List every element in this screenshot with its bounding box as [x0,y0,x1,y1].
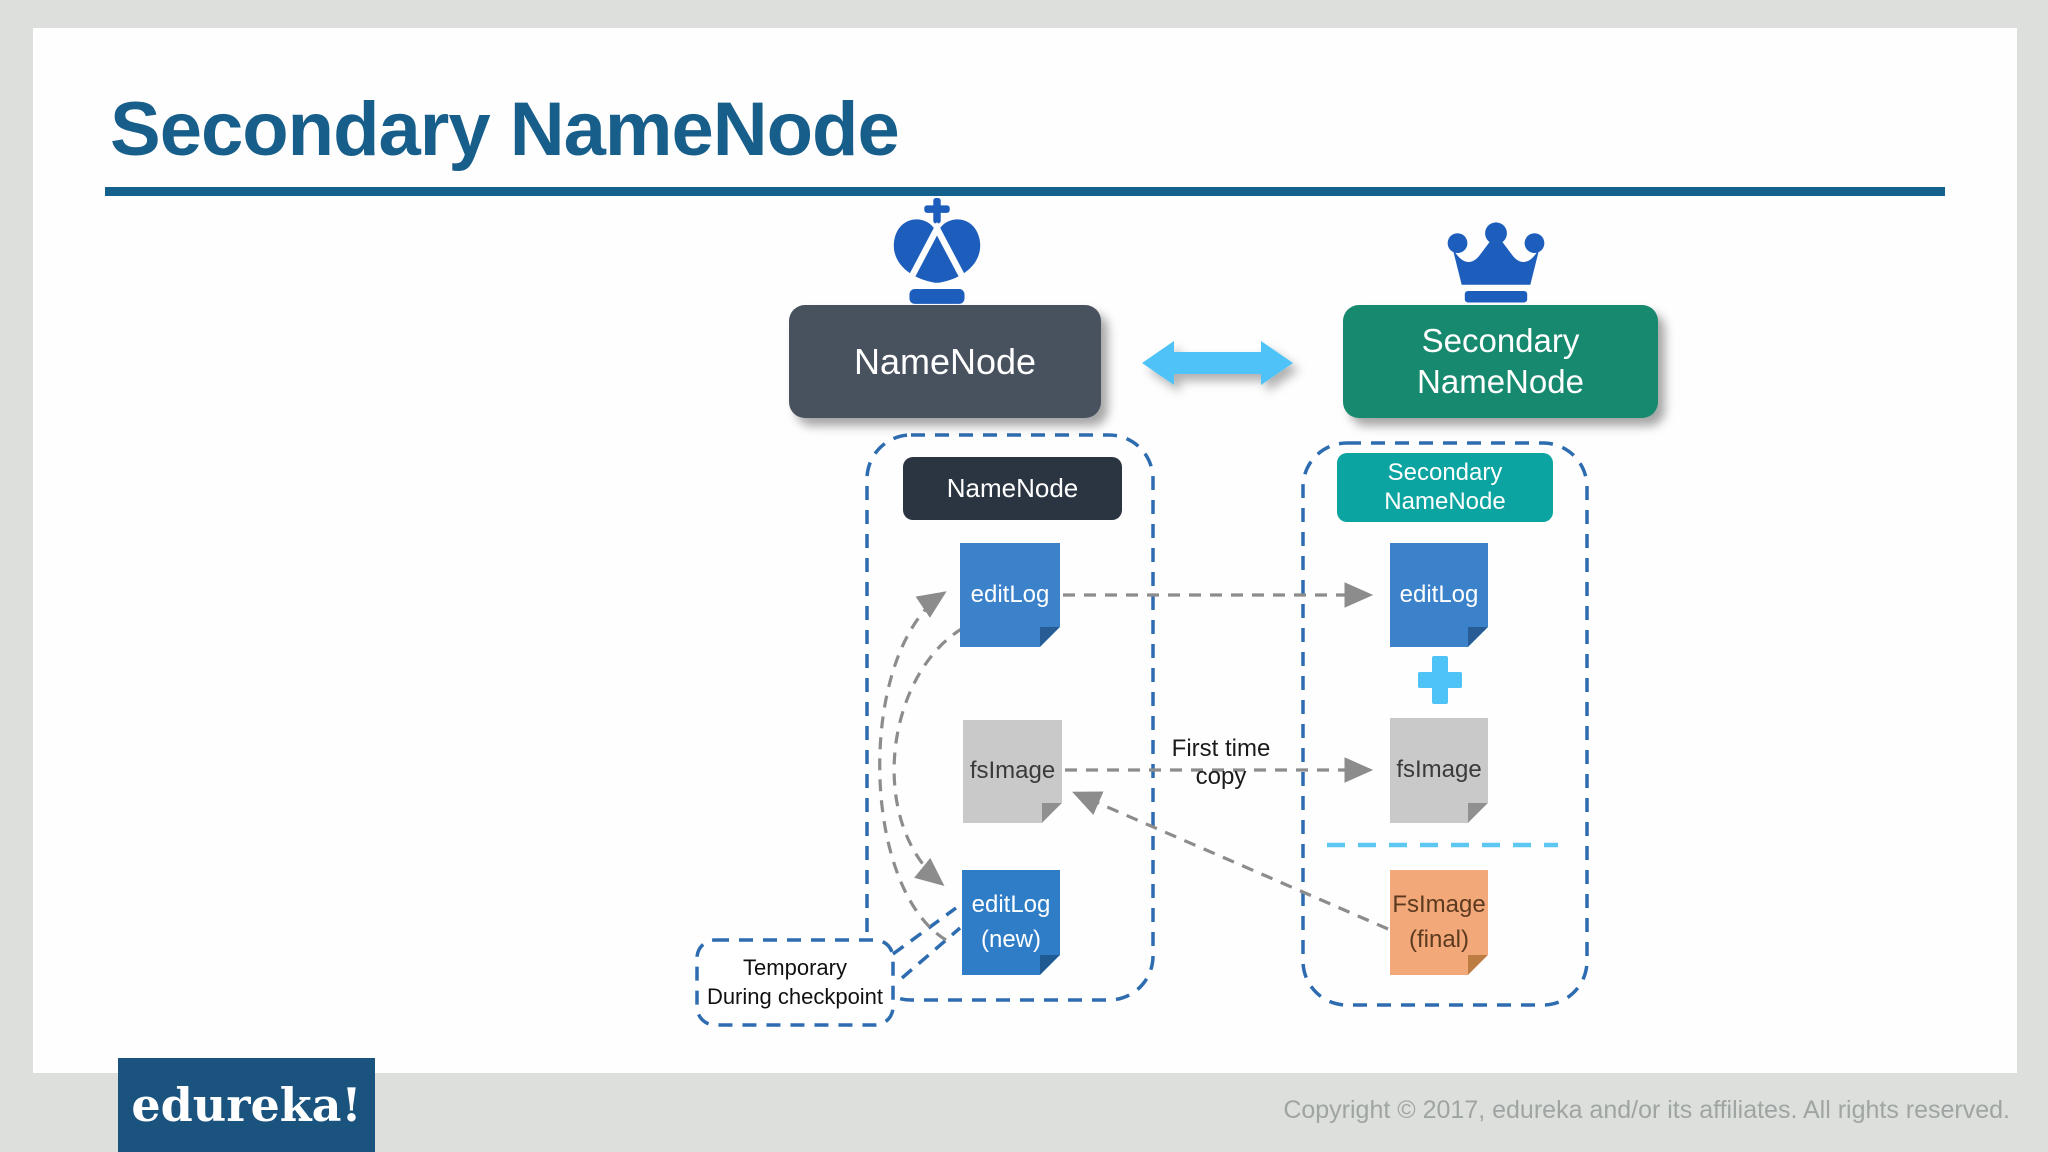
namenode-main-label: NameNode [853,340,1037,382]
right-panel-header-line1: Secondary [1387,458,1503,486]
fsimage-final-document: FsImage (final) [1390,870,1488,975]
fsimage-document-left: fsImage [963,720,1062,823]
temporary-checkpoint-note: Temporary During checkpoint [697,940,893,1025]
plus-icon [1418,656,1462,704]
secondary-main-label-line1: Secondary [1421,322,1580,360]
namenode-main-box: NameNode [789,305,1101,418]
right-panel-dashed-border [1301,441,1589,1007]
edureka-logo-text: edureka! [131,1078,362,1132]
editlog-right-label: editLog [1399,580,1479,608]
callout-connector-line-1 [891,906,958,956]
fsimage-right-label: fsImage [1396,756,1482,784]
editlog-new-document: editLog (new) [962,870,1060,975]
secondary-namenode-main-box: Secondary NameNode [1343,305,1658,418]
title-underline [105,187,1945,196]
secondary-main-label-line2: NameNode [1417,362,1584,400]
king-crown-icon [893,198,981,304]
editlog-new-label-line2: (new) [980,925,1041,953]
fsimage-left-label: fsImage [969,757,1056,785]
edureka-logo: edureka! [118,1058,375,1152]
editlog-document-left: editLog [960,543,1060,647]
callout-connector-line-2 [900,926,962,980]
editlog-left-label: editLog [970,580,1050,608]
copyright-text: Copyright © 2017, edureka and/or its aff… [1283,1096,2010,1124]
double-arrow-icon [1142,341,1293,385]
temporary-note-line2: During checkpoint [706,983,884,1009]
temporary-callout-border [695,938,895,1027]
crown-icon [1447,222,1545,303]
first-time-copy-label: First time copy [1171,735,1271,790]
page-title: Secondary NameNode [110,87,900,172]
left-panel-header-label: NameNode [946,473,1079,503]
arrow-fsimage-final-back-to-namenode [1072,791,1389,931]
arc-editlog-to-editlog-new [892,626,964,887]
right-panel-header-box: Secondary NameNode [1337,453,1553,522]
arc-editlog-new-to-editlog [878,591,947,942]
right-panel-header-line2: NameNode [1384,487,1506,515]
fsimage-final-label-line2: (final) [1408,925,1469,953]
fsimage-final-label-line1: FsImage [1392,890,1486,918]
temporary-note-line1: Temporary [743,954,847,980]
editlog-document-right: editLog [1390,543,1488,647]
fsimage-document-right: fsImage [1390,718,1488,823]
left-panel-header-box: NameNode [903,457,1122,520]
left-panel-dashed-border [865,433,1155,1002]
editlog-new-label-line1: editLog [971,890,1051,918]
